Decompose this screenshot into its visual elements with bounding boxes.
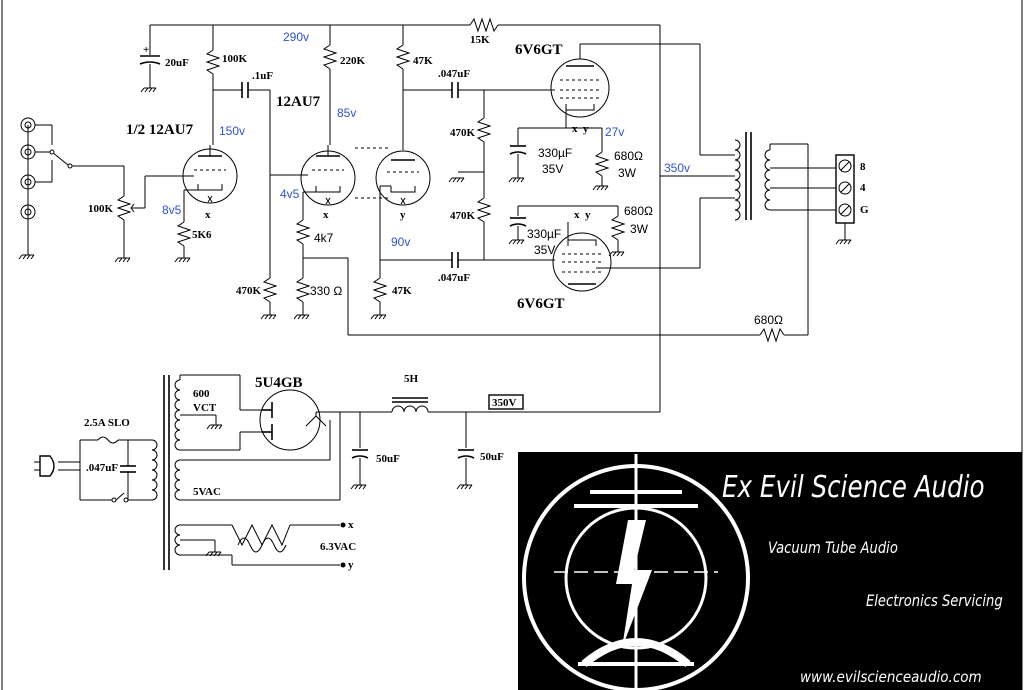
lightning-icon bbox=[616, 520, 652, 648]
cap-047-bottom bbox=[380, 252, 555, 268]
voltage-150v: 150v bbox=[219, 124, 245, 138]
cap-20uf: + bbox=[139, 44, 161, 93]
r-47k-bottom-label: 47K bbox=[392, 285, 412, 297]
tap-4: 4 bbox=[860, 182, 866, 194]
r-330 bbox=[293, 277, 311, 320]
v3-pin-y: y bbox=[400, 209, 406, 221]
tube-v1-label: 1/2 12AU7 bbox=[126, 122, 194, 138]
r-470k-label-c: 470K bbox=[450, 210, 476, 222]
r-470k-label-b: 470K bbox=[450, 127, 476, 139]
pot-100k-label: 100K bbox=[88, 203, 114, 215]
r-5k6 bbox=[174, 221, 192, 263]
cathode-network-top bbox=[508, 127, 610, 191]
r-220k-label: 220K bbox=[340, 55, 366, 67]
fuse-switch-cap bbox=[80, 436, 152, 503]
w-600-label: 600 bbox=[193, 388, 210, 400]
b-plus-box bbox=[488, 394, 524, 410]
power-transformer bbox=[151, 374, 346, 570]
speaker-terminal bbox=[835, 154, 855, 245]
r-15k-label: 15K bbox=[470, 34, 490, 46]
out-top-pin-y: y bbox=[583, 123, 589, 135]
r-47k-bottom bbox=[370, 277, 388, 320]
v-35-bottom-label: 35V bbox=[534, 243, 555, 257]
r-4k7-label: 4k7 bbox=[314, 231, 334, 245]
tap-8: 8 bbox=[860, 161, 866, 173]
c-330-top-label: 330µF bbox=[538, 146, 572, 160]
voltage-85v: 85v bbox=[337, 106, 356, 120]
c-20uf-label: 20uF bbox=[165, 57, 189, 69]
r-330-label: 330 Ω bbox=[310, 284, 342, 298]
tube-v2 bbox=[300, 145, 356, 220]
r-680-bottom-label: 680Ω bbox=[624, 204, 653, 218]
r-470k-grid-leaks bbox=[448, 90, 492, 260]
r-100k-plate-label: 100K bbox=[222, 53, 248, 65]
tube-v2-label: 12AU7 bbox=[276, 94, 321, 110]
w-vct-label: VCT bbox=[193, 402, 217, 414]
w-5vac-label: 5VAC bbox=[193, 486, 221, 498]
voltage-8v5: 8v5 bbox=[162, 203, 182, 217]
c-330-bottom-label: 330µF bbox=[527, 227, 561, 241]
filter-section bbox=[350, 397, 488, 490]
r-47k-top-label: 47K bbox=[413, 55, 433, 67]
r-4k7 bbox=[295, 219, 760, 336]
logo-emblem bbox=[522, 454, 750, 690]
out-top-pin-x: x bbox=[572, 123, 578, 135]
v2-pin-x: x bbox=[323, 209, 329, 221]
voltage-350v: 350v bbox=[664, 161, 690, 175]
tube-v3 bbox=[375, 150, 431, 278]
b-plus-label: 350V bbox=[492, 397, 517, 409]
out-bottom-pin-y: y bbox=[585, 209, 591, 221]
mains-plug bbox=[34, 440, 81, 500]
r-220k bbox=[322, 44, 338, 145]
r-100k-plate bbox=[205, 49, 221, 145]
logo-subtitle-2: Electronics Servicing bbox=[866, 591, 1003, 610]
cathode-network-bottom bbox=[508, 205, 626, 257]
rectifier-5u4gb bbox=[240, 389, 390, 451]
tube-out-top-label: 6V6GT bbox=[515, 42, 563, 58]
tube-out-bottom-label: 6V6GT bbox=[517, 296, 565, 312]
cap-0p1uf bbox=[213, 82, 271, 278]
logo-url: www.evilscienceaudio.com bbox=[800, 668, 982, 686]
heater-pin-y: y bbox=[348, 559, 354, 571]
r-470k-label-a: 470K bbox=[236, 285, 262, 297]
r-5k6-label: 5K6 bbox=[192, 229, 212, 241]
voltage-90v: 90v bbox=[391, 235, 410, 249]
out-bottom-pin-x: x bbox=[574, 209, 580, 221]
c-047-mains-label: .047uF bbox=[86, 462, 118, 474]
w-3-top-label: 3W bbox=[618, 166, 637, 180]
r-47k-top bbox=[395, 44, 411, 150]
c-1uf-label: .1uF bbox=[252, 70, 273, 82]
pot-100k bbox=[114, 175, 186, 263]
cap-047-top bbox=[403, 82, 555, 98]
voltage-4v5: 4v5 bbox=[280, 187, 300, 201]
c-50uf-b-label: 50uF bbox=[480, 451, 504, 463]
tap-g: G bbox=[860, 204, 869, 216]
choke-label: 5H bbox=[404, 373, 419, 385]
rectifier-label: 5U4GB bbox=[255, 375, 303, 391]
voltage-290v: 290v bbox=[283, 30, 309, 44]
tube-out-top bbox=[550, 43, 735, 156]
output-transformer bbox=[660, 132, 840, 335]
v-35-top-label: 35V bbox=[542, 162, 563, 176]
c-50uf-a-label: 50uF bbox=[376, 453, 400, 465]
svg-text:+: + bbox=[143, 44, 149, 56]
r-680-feedback bbox=[759, 327, 808, 343]
fuse-label: 2.5A SLO bbox=[84, 417, 130, 429]
r-680-top-label: 680Ω bbox=[614, 149, 643, 163]
logo-subtitle-1: Vacuum Tube Audio bbox=[768, 538, 898, 557]
w-63vac-label: 6.3VAC bbox=[320, 541, 356, 553]
r-470k-grid bbox=[260, 174, 308, 320]
b-plus-rail bbox=[149, 17, 661, 413]
input-jacks bbox=[18, 117, 125, 260]
c-047-top-label: .047uF bbox=[438, 68, 470, 80]
logo-title: Ex Evil Science Audio bbox=[722, 470, 985, 505]
r-680-fb-label: 680Ω bbox=[754, 313, 783, 327]
heater-pin-x: x bbox=[348, 519, 354, 531]
v1-pin-x: x bbox=[205, 209, 211, 221]
c-047-bottom-label: .047uF bbox=[438, 272, 470, 284]
tube-out-bottom bbox=[552, 197, 735, 292]
voltage-27v: 27v bbox=[605, 125, 624, 139]
w-3-bottom-label: 3W bbox=[630, 222, 649, 236]
